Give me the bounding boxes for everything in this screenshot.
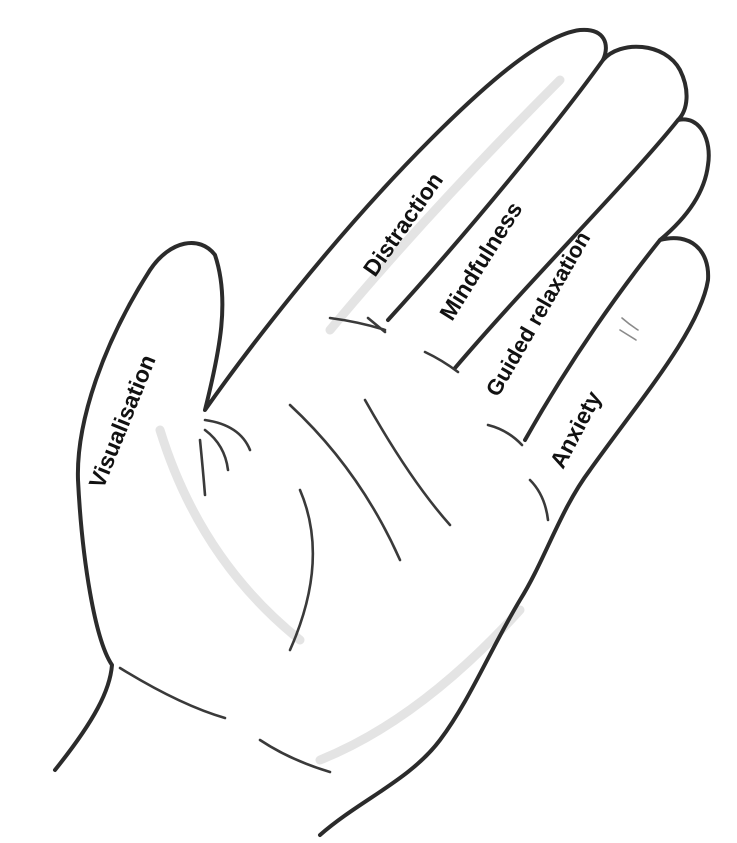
life-line <box>290 490 313 650</box>
wrist-shading <box>320 610 520 760</box>
hand-outline <box>55 30 709 835</box>
little-finger-base-line <box>530 480 548 520</box>
thumb-crease-3 <box>200 440 205 495</box>
thumb-label: Visualisation <box>84 351 161 492</box>
ring-web-mark <box>488 425 522 445</box>
little-finger-knuckle <box>620 318 638 340</box>
head-line <box>290 405 400 560</box>
middle-web-mark <box>425 352 458 372</box>
palm-shading <box>160 430 300 640</box>
wrist-crease-1 <box>120 668 225 718</box>
heart-line <box>365 400 450 525</box>
index-finger-label: Distraction <box>358 168 448 281</box>
thumb-crease-2 <box>205 430 228 470</box>
